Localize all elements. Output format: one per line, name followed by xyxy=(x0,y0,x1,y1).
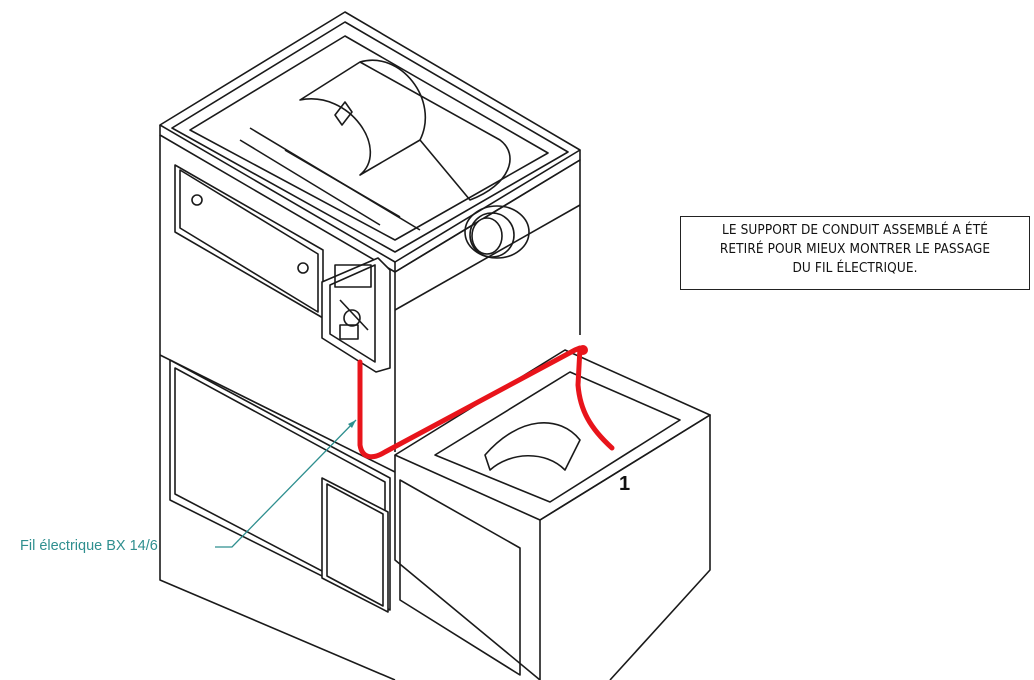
cabinet-right-face xyxy=(394,159,581,335)
note-box: LE SUPPORT DE CONDUIT ASSEMBLÉ A ÉTÉ RET… xyxy=(680,216,1030,290)
part-number-label: 1 xyxy=(619,473,631,495)
callout-arrowhead xyxy=(348,420,356,428)
callout-leader xyxy=(215,419,357,548)
electrical-wire xyxy=(357,345,615,460)
wire-callout-label: Fil électrique BX 14/6 xyxy=(20,538,158,554)
note-line-2: RETIRÉ POUR MIEUX MONTRER LE PASSAGE xyxy=(719,241,991,257)
blower-drum xyxy=(239,59,511,231)
return-air-box xyxy=(394,349,711,680)
note-line-1: LE SUPPORT DE CONDUIT ASSEMBLÉ A ÉTÉ xyxy=(722,222,988,238)
note-line-3: DU FIL ÉLECTRIQUE. xyxy=(792,260,918,276)
control-box xyxy=(321,257,391,373)
cabinet-left-face xyxy=(159,135,396,680)
wire-connector xyxy=(578,345,588,355)
